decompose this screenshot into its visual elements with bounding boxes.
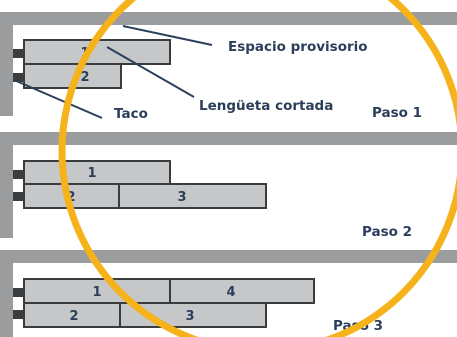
step-3-board-4 <box>169 278 315 304</box>
step-2-spacer-top <box>13 170 23 179</box>
step-3-board-3-number: 3 <box>185 309 194 324</box>
step-2-left-wall <box>0 132 13 238</box>
step-3-board-4-number: 4 <box>226 285 235 300</box>
step-2-label: Paso 2 <box>362 224 412 240</box>
accent-ring <box>58 0 457 337</box>
step-1-label: Paso 1 <box>372 105 422 121</box>
step-3-top-wall <box>0 250 457 263</box>
taco-label: Taco <box>114 106 148 122</box>
step-3-board-1-number: 1 <box>92 285 101 300</box>
step-2-board-1-number: 1 <box>87 166 96 181</box>
step-2-board-1 <box>23 160 171 185</box>
step-3-left-wall <box>0 250 13 337</box>
step-1-spacer-bottom <box>13 73 23 82</box>
step-2-board-3-number: 3 <box>177 190 186 205</box>
step-3-spacer-bottom <box>13 310 23 319</box>
step-1-top-wall <box>0 12 457 25</box>
lengueta-cortada-leader <box>106 46 195 98</box>
step-1-spacer-top <box>13 49 23 58</box>
step-3-board-2-number: 2 <box>69 309 78 324</box>
lengueta-cortada-label: Lengüeta cortada <box>199 98 333 114</box>
step-3-panel: 1 4 2 3 Paso 3 <box>0 250 457 337</box>
step-2-top-wall <box>0 132 457 145</box>
step-2-board-3 <box>118 183 267 209</box>
step-2-spacer-bottom <box>13 192 23 201</box>
step-2-board-2 <box>23 183 120 209</box>
step-1-left-wall <box>0 12 13 116</box>
taco-leader <box>13 79 103 119</box>
espacio-provisorio-leader <box>122 25 213 46</box>
step-3-board-1 <box>23 278 171 304</box>
step-1-board-2-number: 2 <box>80 70 89 85</box>
espacio-provisorio-label: Espacio provisorio <box>228 39 368 55</box>
step-3-spacer-top <box>13 288 23 297</box>
